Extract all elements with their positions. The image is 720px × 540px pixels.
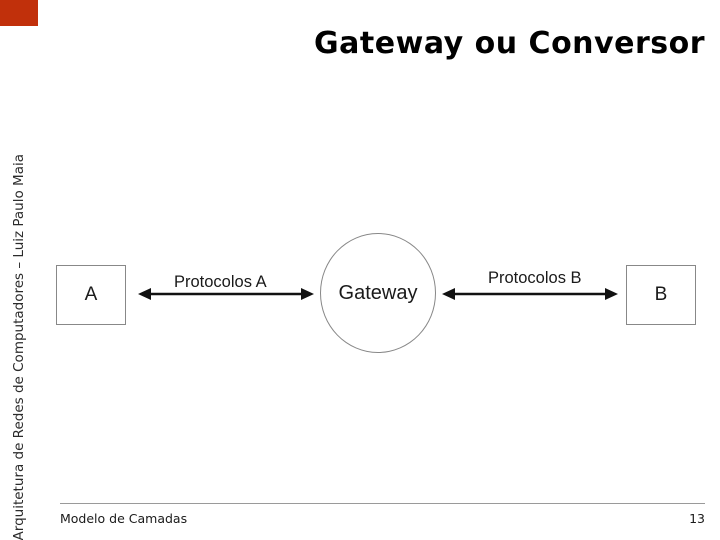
side-title-text: Arquitetura de Redes de Computadores – L… — [11, 153, 27, 540]
node-b: B — [626, 265, 696, 325]
side-title: Arquitetura de Redes de Computadores – L… — [0, 26, 38, 540]
footer-left-text: Modelo de Camadas — [60, 511, 188, 526]
label-protocolos-b: Protocolos B — [488, 269, 582, 287]
gateway-diagram: A Protocolos A Gateway Protocolos B B — [38, 225, 720, 375]
center-node-gateway: Gateway — [320, 233, 436, 353]
node-a-label: A — [84, 284, 98, 305]
label-protocolos-a: Protocolos A — [174, 273, 267, 291]
double-arrow-icon-left — [138, 288, 314, 300]
left-band: Arquitetura de Redes de Computadores – L… — [0, 0, 38, 540]
footer-divider — [60, 503, 705, 504]
node-b-label: B — [654, 284, 668, 305]
node-a: A — [56, 265, 126, 325]
center-node-label: Gateway — [338, 281, 418, 304]
double-arrow-icon-right — [442, 288, 618, 300]
page-title: Gateway ou Conversor — [314, 26, 705, 61]
accent-block — [0, 0, 38, 26]
footer-page-number: 13 — [689, 511, 705, 526]
